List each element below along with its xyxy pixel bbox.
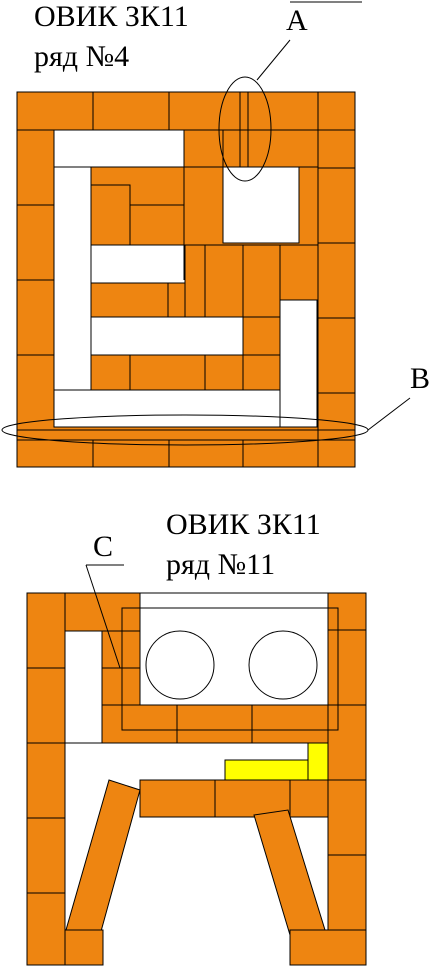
leader-c <box>85 564 121 669</box>
yellow-brick <box>224 759 311 781</box>
bottom-title-line1: ОВИК ЗК11 <box>166 508 321 541</box>
right-leg <box>253 809 326 936</box>
callout-ellipse-a <box>218 76 272 182</box>
top-title-line1: ОВИК ЗК11 <box>34 0 189 33</box>
slot-upper <box>90 244 186 284</box>
burner-frame-outer <box>121 607 339 731</box>
channel-left <box>53 129 92 428</box>
callout-label-a: A <box>286 4 308 37</box>
slot-middle <box>90 316 244 356</box>
burner-frame-inner <box>139 592 329 706</box>
plan-row-11 <box>26 564 367 966</box>
left-leg <box>65 779 141 936</box>
channel-bottom <box>53 389 318 428</box>
callout-label-b: B <box>410 362 431 395</box>
leader-a <box>256 39 291 81</box>
channel-right <box>279 299 318 428</box>
channel-top <box>53 129 185 168</box>
leader-b <box>367 397 411 431</box>
yellow-brick-upright <box>307 742 329 781</box>
top-title-line2: ряд №4 <box>34 40 130 73</box>
callout-label-c: C <box>93 530 114 563</box>
plan-row-4 <box>1 1 411 468</box>
bottom-title-line2: ряд №11 <box>166 548 276 581</box>
hatched-joint-a <box>239 92 249 167</box>
burner-right <box>248 630 318 700</box>
burner-left <box>145 630 215 700</box>
opening-square <box>222 166 300 244</box>
